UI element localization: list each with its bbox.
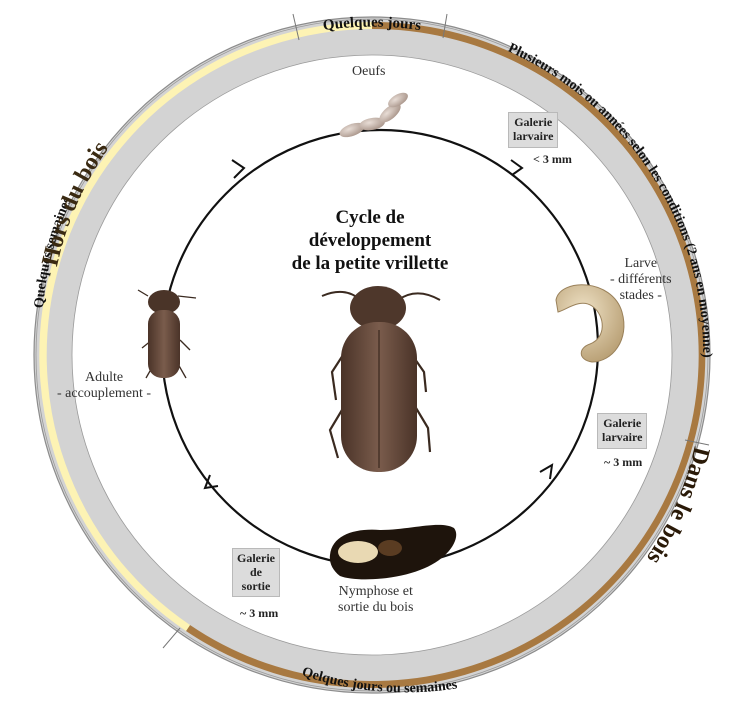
diagram-title: Cycle de développement de la petite vril…	[270, 206, 470, 276]
larval-gallery-size-2: ~ 3 mm	[604, 455, 642, 470]
larval-gallery-size-1: < 3 mm	[533, 152, 572, 167]
eggs-label: Oeufs	[352, 64, 385, 80]
exit-gallery-size: ~ 3 mm	[240, 606, 278, 621]
larval-gallery-box-2: Galerie larvaire	[597, 413, 647, 449]
adult-label: Adulte - accouplement -	[57, 370, 151, 402]
larva-label: Larve - différents stades -	[610, 256, 672, 304]
pupa-label: Nymphose et sortie du bois	[338, 584, 413, 616]
exit-gallery-box: Galerie de sortie	[232, 548, 280, 597]
larval-gallery-box-1: Galerie larvaire	[508, 112, 558, 148]
